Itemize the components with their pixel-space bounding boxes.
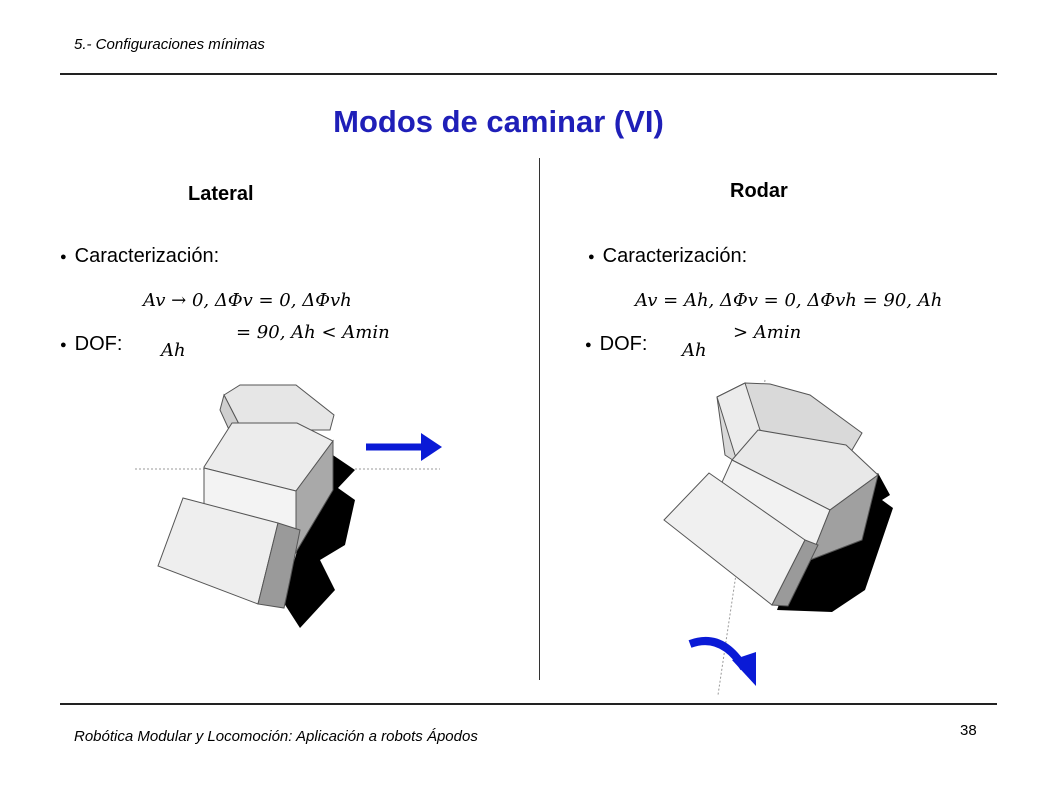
page-number: 38 xyxy=(960,722,977,739)
left-formula-line2: = 90, Ah < Amin xyxy=(236,322,390,343)
arrow-head-icon xyxy=(421,433,442,461)
right-dof-value: Ah xyxy=(682,340,707,361)
right-formula-line2: > Amin xyxy=(733,322,802,343)
left-formula-line1: Av → 0, ΔΦv = 0, ΔΦvh xyxy=(143,290,352,311)
curved-arrow-head-icon xyxy=(732,652,756,686)
right-dof: ● DOF: xyxy=(585,333,647,356)
bullet-icon: ● xyxy=(60,250,67,263)
bullet-icon: ● xyxy=(60,338,67,351)
rolling-robot-figure xyxy=(663,379,893,696)
left-column-heading: Lateral xyxy=(188,183,254,205)
footer-text: Robótica Modular y Locomoción: Aplicació… xyxy=(74,728,478,745)
bullet-icon: ● xyxy=(588,250,595,263)
left-dof-label: DOF: xyxy=(74,333,123,355)
left-characterization: ● Caracterización: xyxy=(60,245,219,268)
top-divider xyxy=(60,73,997,75)
right-formula-line1: Av = Ah, ΔΦv = 0, ΔΦvh = 90, Ah xyxy=(635,290,943,311)
right-characterization: ● Caracterización: xyxy=(588,245,747,268)
left-dof-value: Ah xyxy=(161,340,186,361)
bullet-icon: ● xyxy=(585,338,592,351)
column-divider xyxy=(539,158,540,680)
page-title: Modos de caminar (VI) xyxy=(333,104,664,139)
right-characterization-label: Caracterización: xyxy=(602,245,748,267)
right-dof-label: DOF: xyxy=(599,333,648,355)
bottom-divider xyxy=(60,703,997,705)
section-header: 5.- Configuraciones mínimas xyxy=(74,36,265,53)
robot-shadow xyxy=(282,445,355,628)
right-column-heading: Rodar xyxy=(730,180,788,202)
left-characterization-label: Caracterización: xyxy=(74,245,220,267)
lateral-robot-figure xyxy=(135,384,442,628)
left-dof: ● DOF: xyxy=(60,333,122,356)
